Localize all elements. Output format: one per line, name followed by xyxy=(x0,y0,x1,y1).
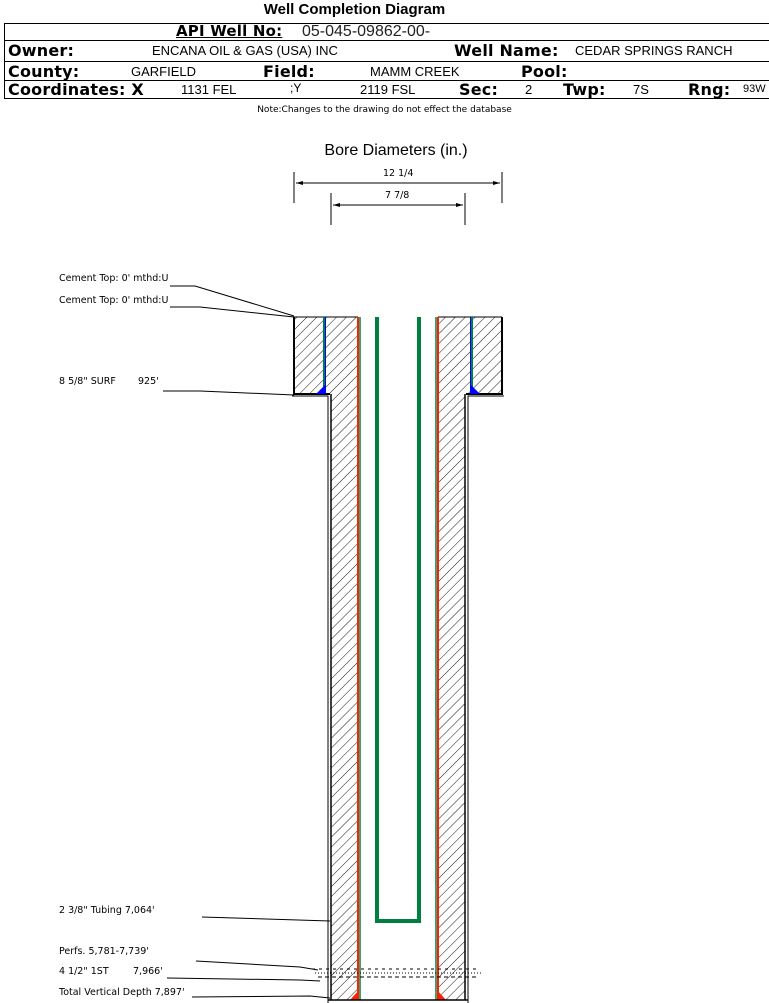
owner-label: Owner: xyxy=(8,41,75,60)
production-casing-depth: 7,966' xyxy=(133,966,163,977)
field-value: MAMM CREEK xyxy=(370,64,460,79)
well-name-label: Well Name: xyxy=(454,41,559,60)
header-row-divider xyxy=(4,61,769,62)
perforations xyxy=(312,968,482,978)
pool-label: Pool: xyxy=(521,62,568,81)
coordinates-y-label: ;Y xyxy=(290,81,302,95)
surface-hole-cement xyxy=(292,316,504,1003)
twp-label: Twp: xyxy=(563,80,606,99)
production-hole-cement xyxy=(330,394,466,1000)
bore-diameter-label: 12 1/4 xyxy=(383,168,414,179)
perforations-annotation: Perfs. 5,781-7,739' xyxy=(59,946,149,957)
database-note: Note:Changes to the drawing do not effec… xyxy=(257,105,512,115)
api-well-no-value: 05-045-09862-00- xyxy=(302,23,431,40)
production-casing xyxy=(350,317,446,1000)
bore-diameters-title: Bore Diameters (in.) xyxy=(324,142,468,159)
county-value: GARFIELD xyxy=(131,64,197,79)
well-name-value: CEDAR SPRINGS RANCH xyxy=(575,43,733,58)
bore-dimension-12-1-4 xyxy=(293,172,503,203)
page-title: Well Completion Diagram xyxy=(263,1,446,18)
annotation-leaders xyxy=(163,285,331,999)
field-label: Field: xyxy=(263,62,315,81)
surface-casing-annotation: 8 5/8" SURF xyxy=(59,376,116,387)
header-border-bottom xyxy=(4,98,769,99)
coordinates-x-label: Coordinates: X xyxy=(8,80,144,99)
tubing xyxy=(375,317,421,923)
owner-value: ENCANA OIL & GAS (USA) INC xyxy=(152,43,338,58)
sec-value: 2 xyxy=(525,82,533,97)
tubing-annotation: 2 3/8" Tubing 7,064' xyxy=(59,905,155,916)
coordinates-y-value: 2119 FSL xyxy=(360,82,416,97)
production-casing-annotation: 4 1/2" 1ST xyxy=(59,966,109,977)
cement-top-annotation: Cement Top: 0' mthd:U xyxy=(59,295,169,306)
cement-top-annotation: Cement Top: 0' mthd:U xyxy=(59,273,169,284)
bore-diameter-label: 7 7/8 xyxy=(385,190,410,201)
twp-value: 7S xyxy=(633,82,649,97)
total-vertical-depth-annotation: Total Vertical Depth 7,897' xyxy=(59,987,185,998)
header-border-left xyxy=(4,23,5,98)
surface-casing-depth: 925' xyxy=(138,376,159,387)
sec-label: Sec: xyxy=(459,80,499,99)
header-row-divider xyxy=(4,80,769,81)
surface-casing xyxy=(316,317,480,394)
bore-dimension-7-7-8 xyxy=(330,193,466,225)
county-label: County: xyxy=(8,62,80,81)
rng-value: 93W xyxy=(743,83,766,95)
header-row-divider xyxy=(4,40,769,41)
header-border-top xyxy=(4,23,769,24)
rng-label: Rng: xyxy=(688,80,731,99)
coordinates-x-value: 1131 FEL xyxy=(181,82,237,97)
api-well-no-label: API Well No: xyxy=(176,22,283,40)
